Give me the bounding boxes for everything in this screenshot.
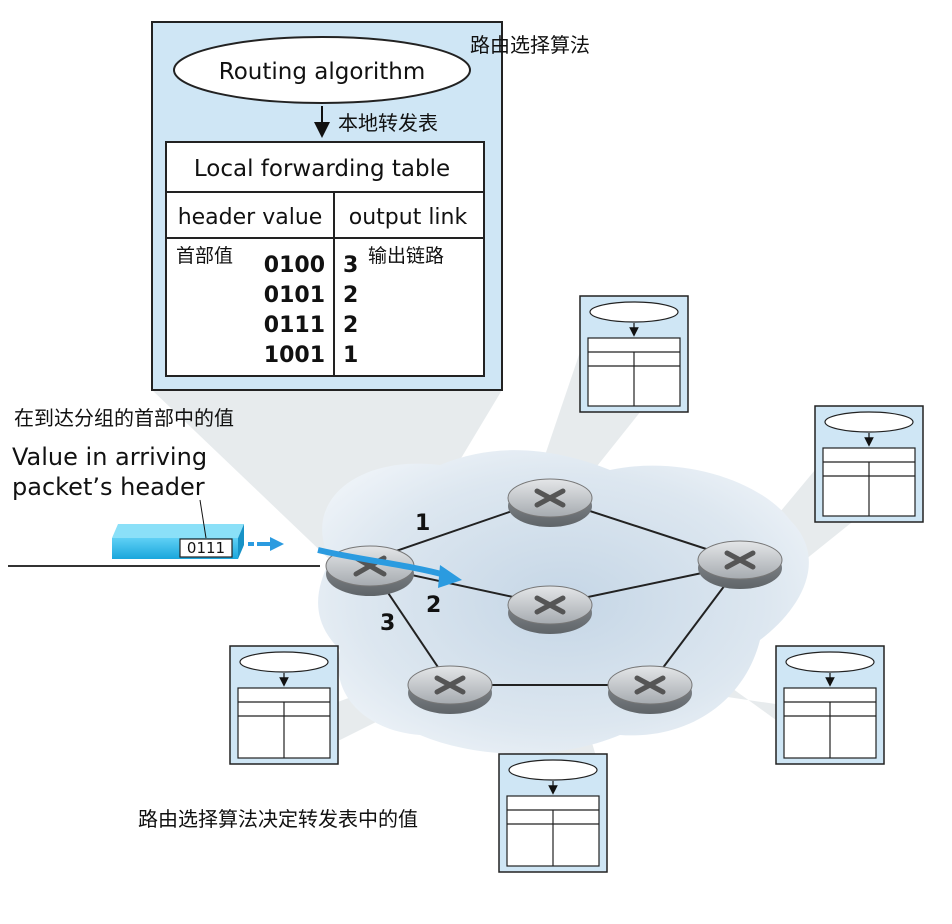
local-forwarding-table-cn: 本地转发表 [338, 111, 438, 135]
packet-header-value: 0111 [187, 539, 225, 557]
main-forwarding-panel: Routing algorithm 本地转发表 Local forwarding… [151, 21, 503, 391]
packet-pointer-line [199, 499, 207, 539]
arriving-value-cn: 在到达分组的首部中的值 [14, 406, 234, 430]
column-header-value: header value [178, 205, 323, 230]
routing-algorithm-ellipse[interactable] [173, 36, 471, 104]
forwarding-arrow [317, 547, 446, 578]
table-row-2-link: 2 [343, 313, 358, 338]
router-right[interactable] [697, 540, 783, 589]
mini-panel-top [579, 295, 689, 413]
table-row-3-header: 1001 [264, 343, 325, 368]
link-label-3: 3 [380, 611, 395, 636]
table-row-0-link: 3 [343, 253, 358, 278]
routing-algorithm-label: Routing algorithm [219, 59, 426, 85]
table-rows: 0100 3 0101 2 0111 2 1001 1 [264, 253, 359, 368]
mini-panel-right [814, 405, 924, 523]
table-row-1-link: 2 [343, 283, 358, 308]
output-link-cn: 输出链路 [368, 245, 444, 267]
mini-panel-bottom [498, 753, 608, 873]
router-bottom-left[interactable] [407, 665, 493, 714]
link-label-1: 1 [415, 511, 430, 536]
caption-cn: 路由选择算法决定转发表中的值 [138, 807, 418, 831]
table-row-0-header: 0100 [264, 253, 325, 278]
column-output-link: output link [349, 205, 468, 230]
header-value-cn: 首部值 [176, 245, 233, 267]
routing-algorithm-cn: 路由选择算法 [470, 33, 590, 57]
link-label-2: 2 [426, 593, 441, 618]
mini-panel-left [229, 645, 339, 765]
packet-motion-arrow [248, 537, 284, 551]
router-top[interactable] [507, 478, 593, 527]
forwarding-table [165, 141, 485, 377]
arriving-value-line2: packet’s header [12, 473, 205, 501]
table-row-2-header: 0111 [264, 313, 325, 338]
arriving-packet: 0111 [112, 524, 244, 559]
table-row-3-link: 1 [343, 343, 358, 368]
table-row-1-header: 0101 [264, 283, 325, 308]
table-title: Local forwarding table [194, 156, 450, 182]
router-bottom-right[interactable] [607, 665, 693, 714]
router-middle[interactable] [507, 585, 593, 634]
arriving-value-line1: Value in arriving [12, 443, 207, 471]
mini-panel-bottom-right [775, 645, 885, 765]
forwarding-arrow-head [438, 565, 462, 588]
